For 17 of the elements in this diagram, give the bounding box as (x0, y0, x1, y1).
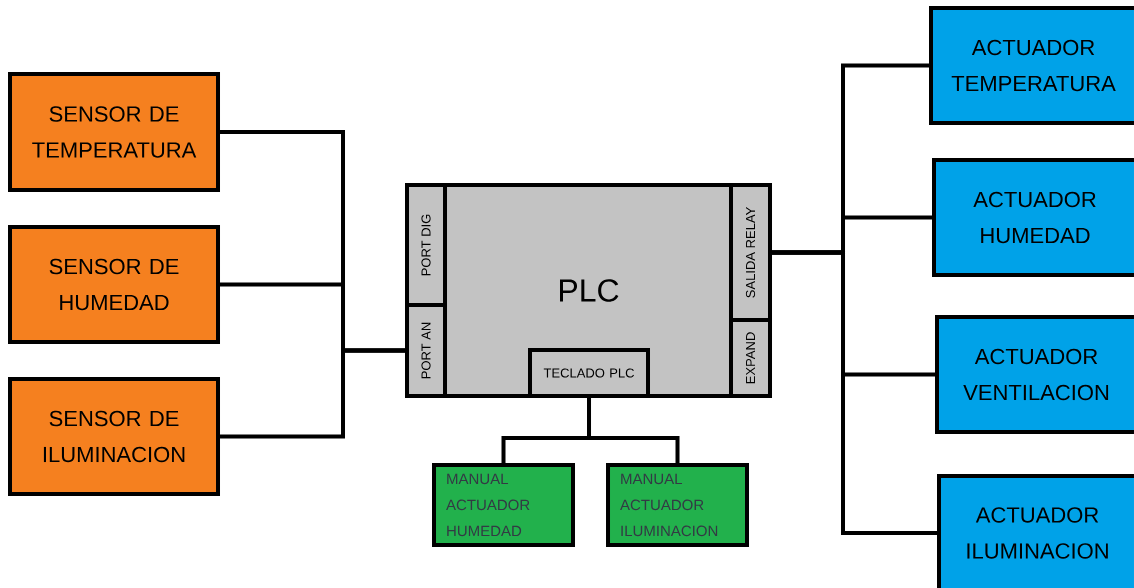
connector-line (772, 250, 937, 535)
sensor-box: SENSOR DE HUMEDAD (8, 225, 220, 344)
connector-line (587, 398, 680, 463)
sensor-box: SENSOR DE ILUMINACION (8, 377, 220, 496)
actuator-box: ACTUADOR VENTILACION (935, 315, 1134, 434)
port-box: EXPAND (729, 318, 772, 398)
connector-line (220, 348, 405, 439)
keypad-box: TECLADO PLC (528, 348, 650, 398)
port-box: PORT AN (405, 303, 447, 398)
manual-box: MANUAL ACTUADOR ILUMINACION (606, 463, 749, 547)
actuator-box: ACTUADOR TEMPERATURA (929, 6, 1134, 125)
actuator-box: ACTUADOR ILUMINACION (937, 474, 1134, 588)
sensor-box: SENSOR DE TEMPERATURA (8, 72, 220, 192)
manual-box: MANUAL ACTUADOR HUMEDAD (432, 463, 575, 547)
port-box: PORT DIG (405, 183, 447, 307)
actuator-box: ACTUADOR HUMEDAD (932, 158, 1134, 277)
port-box: SALIDA RELAY (729, 183, 772, 322)
